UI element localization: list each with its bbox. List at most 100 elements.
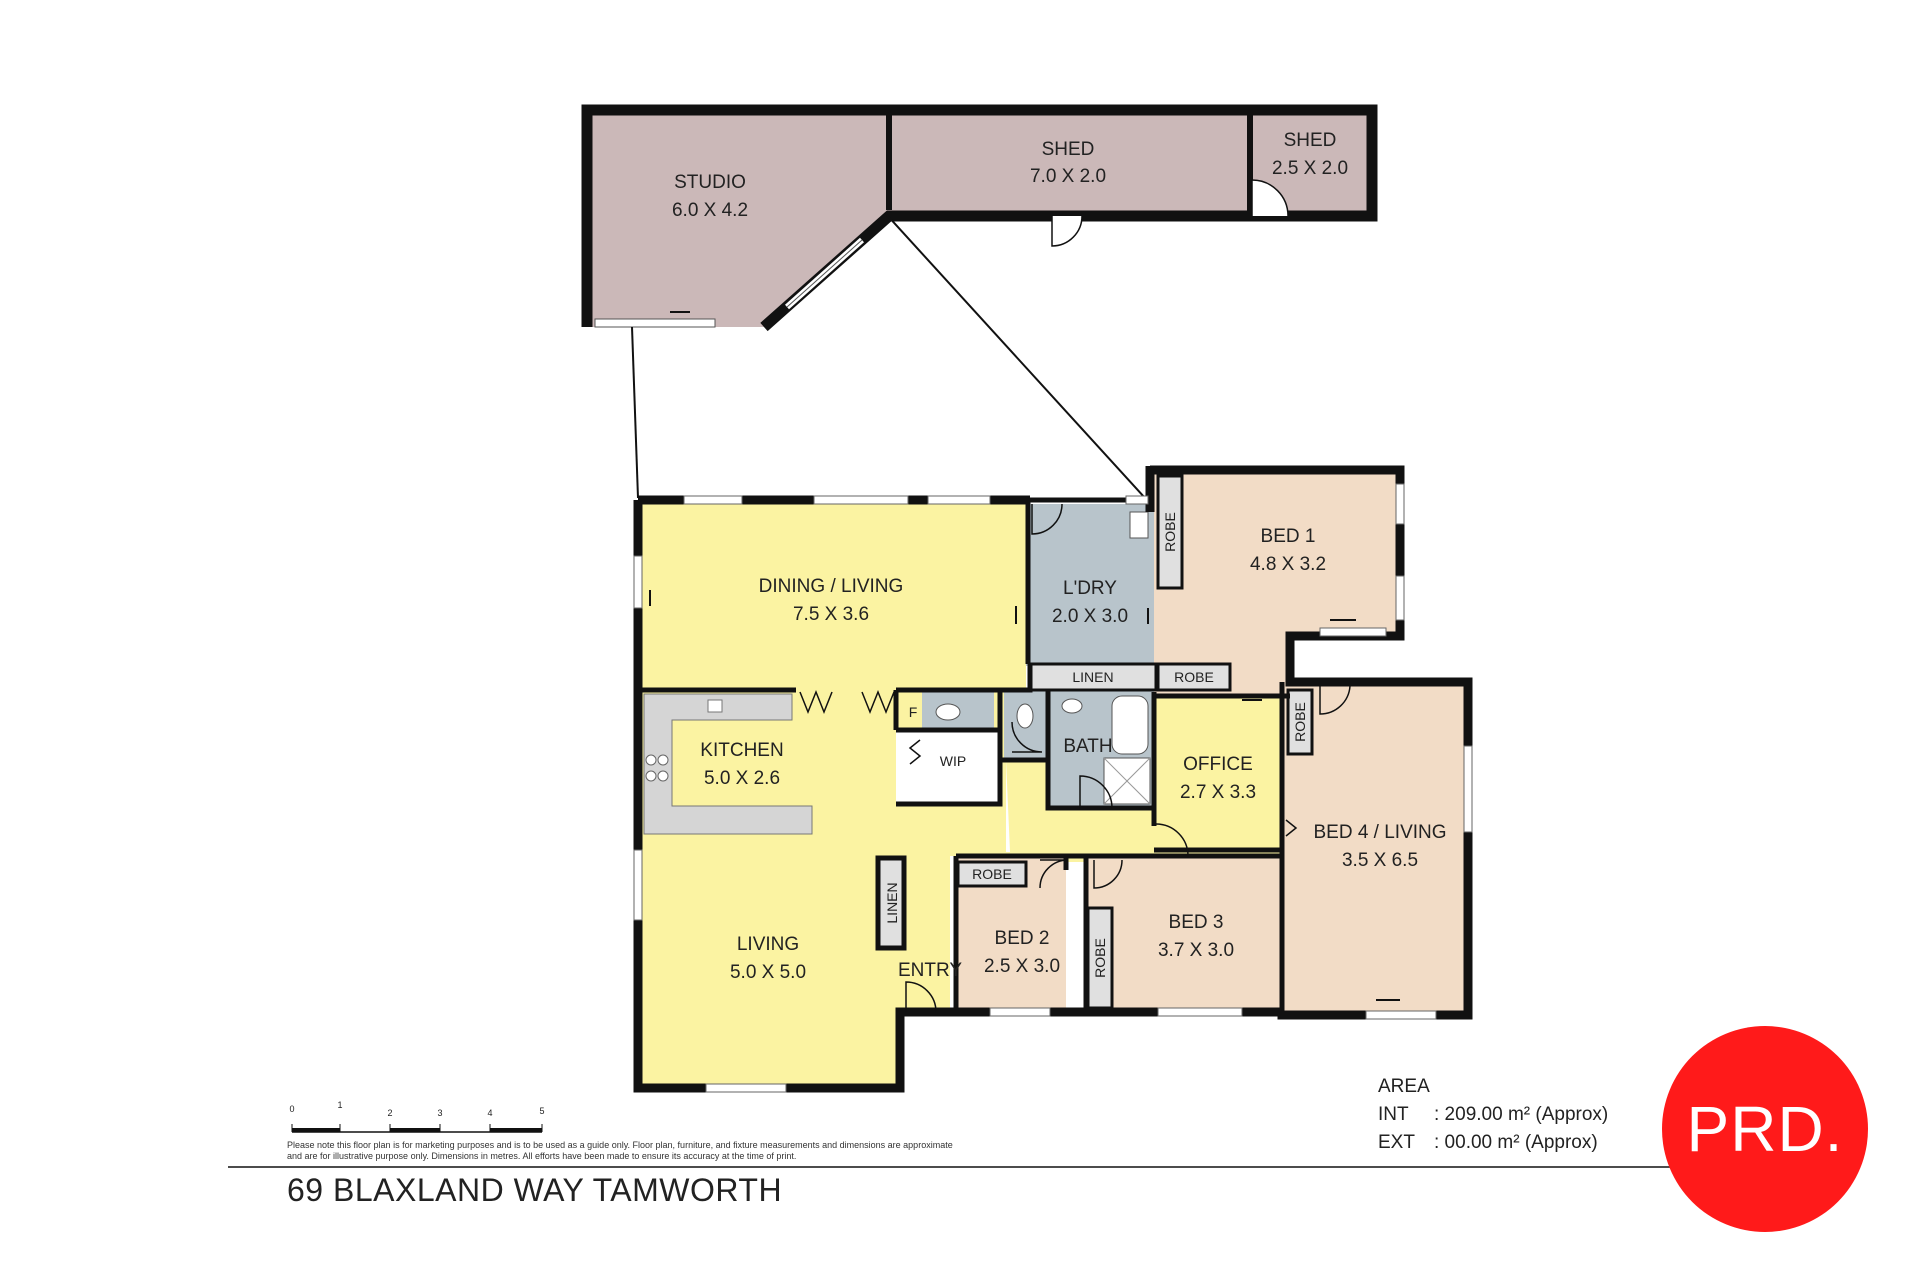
robe-bed2-label: ROBE [972,866,1012,882]
entry-door-swing [905,981,937,1013]
linen-cupboard-horizontal [1028,662,1158,692]
basin-icon [1061,698,1083,714]
shed-large-name: SHED [1042,139,1095,160]
entry-label: ENTRY [898,960,962,981]
shed-door-swing [1051,215,1083,247]
scale-label: 1 [337,1100,342,1110]
shed-small-dims: 2.5 X 2.0 [1272,158,1348,179]
robe-bed3-label: ROBE [1092,938,1108,978]
window [633,555,643,609]
scale-segment [292,1128,340,1132]
robe-bed1-bottom [1156,662,1232,692]
area-ext-value: : 00.00 m² (Approx) [1434,1132,1598,1153]
door-swings [799,503,1351,1013]
door-swing [1155,823,1189,857]
outbuilding-walls [581,104,1378,332]
door-swing [1093,859,1123,889]
pantry-label: F [909,704,918,720]
living-name: LIVING [737,934,799,955]
area-int-key: INT [1378,1104,1409,1125]
wip-label: WIP [940,753,966,769]
scale-label: 2 [387,1108,392,1118]
office-dims: 2.7 X 3.3 [1180,782,1256,803]
dining-dims: 7.5 X 3.6 [793,604,869,625]
shed-large-dims: 7.0 X 2.0 [1030,166,1106,187]
folding-door [861,689,895,715]
dining-name: DINING / LIVING [759,576,904,597]
robe-bed1-bottom-label: ROBE [1174,669,1214,685]
office-room [1154,696,1282,856]
scale-bar: 0 1 2 3 4 5 [289,1100,545,1133]
cavity-door [1285,819,1298,837]
area-ext-key: EXT [1378,1132,1415,1153]
office-name: OFFICE [1183,754,1253,775]
window [813,495,909,505]
bed1-name: BED 1 [1261,526,1316,547]
linen-wall-box [875,855,907,951]
robe-bed1-side [1156,474,1184,590]
wip-room [896,730,1000,802]
bed3-name: BED 3 [1169,912,1224,933]
kitchen-bench [643,693,813,835]
window [633,849,643,921]
area-summary: AREA INT : 209.00 m² (Approx) EXT : 00.0… [1378,1073,1608,1157]
window [1157,1007,1243,1017]
window [1319,627,1387,637]
window [1463,745,1473,833]
scale-label: 3 [437,1108,442,1118]
scale-segment [490,1128,542,1132]
studio-diagonal-slider-edge [786,239,863,308]
bed4-dims: 3.5 X 6.5 [1342,850,1418,871]
prd-logo: PRD. [1662,1026,1868,1232]
area-heading: AREA [1378,1076,1430,1097]
window [1125,495,1149,505]
folding-door [799,689,833,715]
window [683,495,743,505]
cooktop-icon [645,754,669,782]
toilet-icon [935,703,961,721]
window [705,1083,787,1093]
scale-segment [390,1128,440,1132]
studio-dims: 6.0 X 4.2 [672,200,748,221]
scale-label: 4 [487,1108,492,1118]
sliding-arrows [649,590,1400,1001]
robe-bed4 [1286,688,1314,756]
area-int-row: INT : 209.00 m² (Approx) [1378,1101,1608,1129]
window [1395,575,1405,621]
window [989,1007,1051,1017]
interior-walls [638,497,1293,1012]
laundry-dims: 2.0 X 3.0 [1052,606,1128,627]
dining-living-room [638,504,1026,690]
area-int-value: : 209.00 m² (Approx) [1434,1104,1609,1125]
room-labels: STUDIO 6.0 X 4.2 SHED 7.0 X 2.0 SHED 2.5… [672,130,1447,983]
sink-icon [707,699,723,713]
bathtub-icon [1111,695,1149,755]
bed3-dims: 3.7 X 3.0 [1158,940,1234,961]
scale-label: 0 [289,1104,294,1114]
window [1365,1010,1437,1020]
toilet-icon-2 [1016,703,1034,729]
robe-bed1-side-label: ROBE [1162,512,1178,552]
linen-vertical-label: LINEN [884,882,900,923]
laundry-name: L'DRY [1063,578,1117,599]
shower-cross-2 [1103,757,1151,805]
robe-bed4-label: ROBE [1292,702,1308,742]
bed-1-room [1154,470,1400,696]
property-address: 69 BLAXLAND WAY TAMWORTH [287,1172,783,1208]
scale-label: 5 [539,1106,544,1116]
studio-name: STUDIO [674,172,746,193]
kitchen-name: KITCHEN [700,740,783,761]
connector-line-right [885,213,1146,499]
connector-line-left [631,326,639,499]
bed-3-room [1086,858,1282,1012]
door-swing [1039,859,1069,889]
window [1395,483,1405,525]
shed-room-large [889,110,1250,216]
bed2-name: BED 2 [995,928,1050,949]
shed-small-door-swing [1251,179,1289,217]
linen-horizontal-label: LINEN [1072,669,1113,685]
disclaimer-text: Please note this floor plan is for marke… [287,1140,953,1161]
bath-label: BATH [1063,736,1112,757]
door-swing [1031,503,1063,535]
